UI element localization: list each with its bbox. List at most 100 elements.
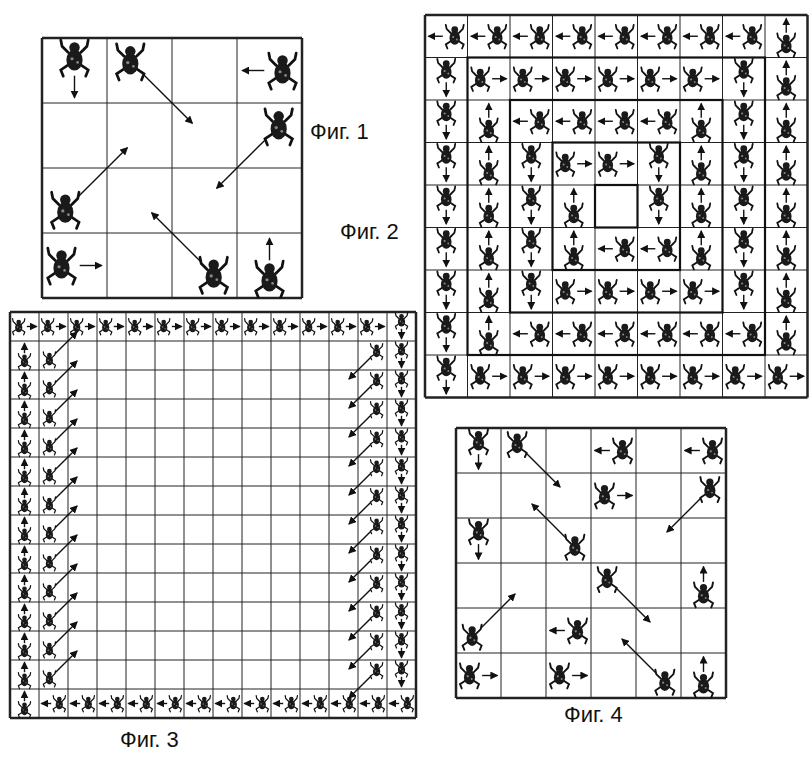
frog-leg [42,330,45,335]
frog-leg [708,672,713,681]
frog-leg [379,576,382,582]
frog-leg [616,254,621,261]
frog-spot [699,257,701,259]
frog-leg [599,84,604,91]
frog-leg [790,305,795,312]
frog-leg [612,169,617,176]
frog-spot [753,39,755,41]
frog-leg [111,696,114,702]
frog-leg [200,257,207,269]
frog-leg [650,203,655,210]
frog-head [562,69,569,76]
frog-spot [278,326,279,327]
frog-icon [777,33,795,57]
frog-spot [745,158,747,160]
frog-spot [480,534,482,536]
frog-head [485,205,492,212]
frog-icon [692,161,710,185]
frog-spot [89,705,90,706]
frog-leg [480,331,485,339]
frog-icon [117,44,144,80]
frog-spot [48,328,49,329]
frog-head [69,42,79,52]
frog-spot [126,61,129,64]
frog-leg [735,75,740,82]
frog-spot [402,583,403,584]
frog-icon [480,288,498,312]
frog-leg [743,339,748,346]
frog-spot [486,130,488,132]
frog-leg [395,458,398,464]
frog-leg [18,481,21,486]
frog-leg [611,584,616,592]
frog-spot [490,175,492,177]
grid-line [10,573,416,574]
grid-line [10,660,416,661]
frog-leg [379,384,382,389]
jump-arrow [428,36,442,37]
frog-head [604,154,611,161]
jump-arrow [446,337,447,351]
frog-head [485,120,492,127]
frog-leg [13,330,16,335]
frog-head [47,556,52,561]
frog-leg [245,330,248,335]
frog-leg [379,547,382,553]
jump-arrow [349,676,371,698]
frog-head [700,674,707,681]
frog-leg [140,707,143,712]
frog-leg [790,92,795,99]
frog-leg [535,271,540,279]
frog-head [115,697,120,702]
frog-leg [790,177,795,184]
frog-spot [377,469,378,470]
frog-leg [598,584,603,592]
frog-head [655,145,662,152]
frog-icon [522,229,540,253]
frog-head [161,320,166,325]
frog-leg [437,59,442,67]
frog-spot [23,535,24,536]
frog-leg [777,118,782,126]
frog-leg [361,319,364,325]
frog-head [22,587,27,592]
frog-spot [23,419,24,420]
jump-arrow [726,36,740,37]
frog-icon [314,696,326,712]
frog-head [528,230,535,237]
frog-spot [486,300,488,302]
frog-icon [508,432,527,457]
jump-arrow [620,376,634,377]
frog-leg [460,681,465,689]
frog-icon [471,67,489,91]
frog-spot [694,379,696,381]
frog-spot [447,328,449,330]
frog-spot [490,217,492,219]
frog-spot [665,249,667,251]
frog-spot [50,680,51,681]
frog-leg [395,672,398,677]
frog-leg [703,456,708,464]
frog-spot [665,121,667,123]
frog-icon [565,535,584,560]
frog-leg [777,92,782,99]
frog-spot [651,81,653,83]
frog-spot [711,39,713,41]
frog-icon [18,702,30,718]
frog-icon [370,431,382,447]
frog-leg [569,152,574,160]
frog-icon [437,101,455,125]
frog-leg [565,535,570,544]
frog-leg [777,50,782,57]
frog-leg [654,84,659,91]
frog-leg [370,355,373,360]
frog-leg [769,365,774,373]
jump-arrow [488,103,489,117]
frog-icon [43,584,55,600]
frog-leg [527,365,532,373]
frog-leg [735,186,740,194]
frog-leg [450,186,455,194]
frog-spot [50,477,51,478]
frog-leg [370,413,373,418]
frog-leg [198,696,201,702]
